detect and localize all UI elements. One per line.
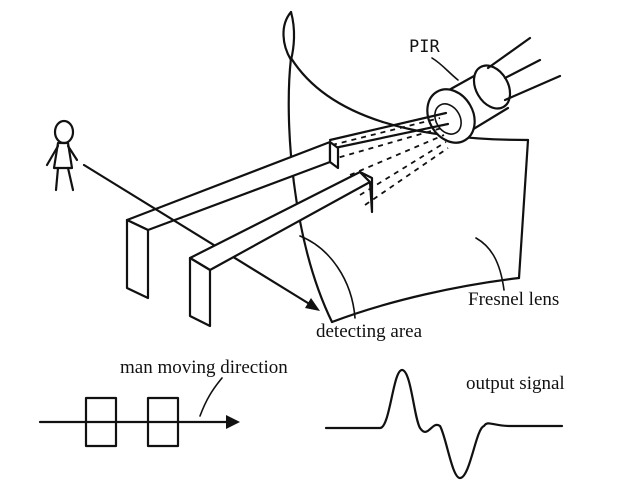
fresnel-lens-sheet xyxy=(282,10,530,324)
output-signal-label: output signal xyxy=(466,373,565,394)
pir-label: PIR xyxy=(409,37,440,57)
motion-schematic xyxy=(38,377,240,448)
detection-zone-right xyxy=(188,170,374,328)
detection-beams xyxy=(323,111,450,206)
movement-arrow xyxy=(82,163,320,311)
detection-zone-left xyxy=(125,140,340,300)
person-figure xyxy=(45,119,79,192)
man-moving-direction-label: man moving direction xyxy=(120,357,288,378)
detecting-area-pointer xyxy=(299,235,356,319)
fresnel-lens-pointer xyxy=(475,237,505,291)
detecting-area-label: detecting area xyxy=(316,321,423,342)
fresnel-lens-label: Fresnel lens xyxy=(468,289,559,310)
output-signal-waveform xyxy=(324,368,564,480)
